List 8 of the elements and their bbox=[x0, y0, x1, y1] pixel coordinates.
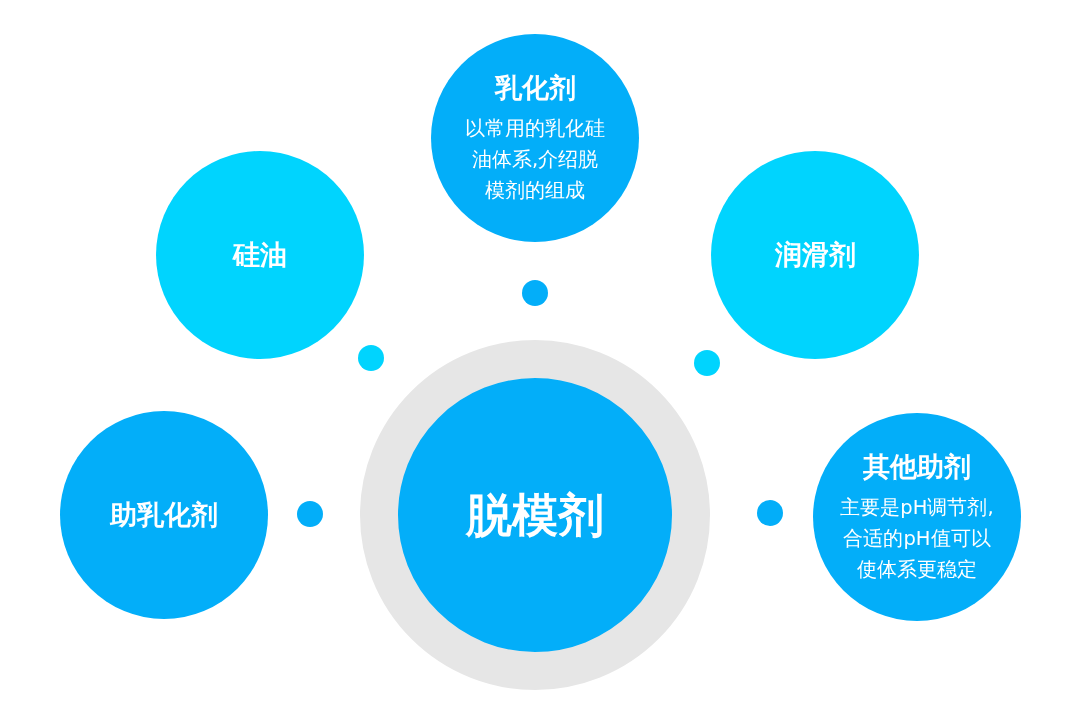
circle-title: 脱模剂 bbox=[466, 487, 604, 543]
circle-title: 乳化剂 bbox=[494, 70, 576, 105]
circle-title: 其他助剂 bbox=[863, 449, 971, 484]
circle-description: 以常用的乳化硅油体系,介绍脱模剂的组成 bbox=[464, 115, 606, 204]
circle-title: 助乳化剂 bbox=[110, 498, 218, 532]
circle-description: 主要是pH调节剂,合适的pH值可以使体系更稳定 bbox=[839, 494, 995, 583]
circle-title: 润滑剂 bbox=[774, 238, 856, 272]
circle-title: 硅油 bbox=[233, 238, 287, 272]
